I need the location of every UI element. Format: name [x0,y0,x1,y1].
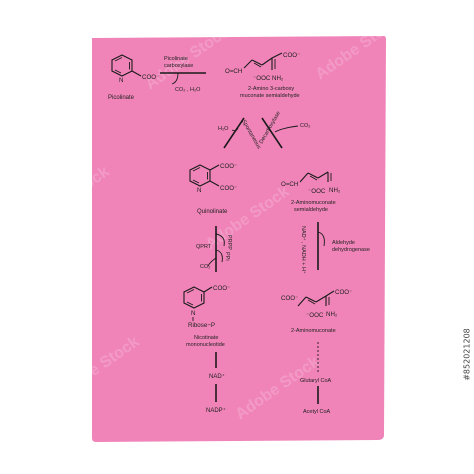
aldehyde-group: O=CH [225,68,242,75]
cofactor-label: NAD⁺ , NADH + H⁺ [300,226,307,274]
enzyme-label: dehydrogenase [332,247,370,253]
pink-sheet [92,36,386,442]
svg-text:Adobe Stock: Adobe Stock [0,3,62,73]
enzyme-label: Picolinate [164,56,188,62]
quinolinate-structure: N COO⁻ COO⁻ [189,163,237,194]
stock-id-strip: #852021208 [462,300,472,410]
qprt-step: QPRT PRPP PPi CO₂ [196,226,232,272]
nicotinate-mononucleotide-structure: COO⁻ N Ribose−P [183,285,230,329]
carboxylate-group: ⁻OOC [253,75,271,82]
pyridine-n: N [197,187,201,194]
carboxylate-group: COO⁻ [220,185,237,192]
aldehyde-dehydrogenase-step: NAD⁺ , NADH + H⁺ Aldehyde dehydrogenase [300,222,370,274]
carboxylate-group: COO⁻ [283,52,300,59]
cofactor-label: PPi [224,252,230,261]
quinolinate-label: Quinolinate [197,209,228,215]
cofactor-label: PRPP [226,235,232,250]
aldehyde-group: O=CH [281,181,298,188]
amino-carboxy-label-1: 2-Amino 3-carboxy [248,86,294,92]
picolinate-label: Picolinate [108,95,135,101]
carboxylate-group: COO⁻ [281,295,298,302]
cofactor-label: CO₂ , H₂O [175,87,201,93]
carboxylate-group: ⁻OOC [308,188,326,195]
aminomuconate-label: 2-Aminomuconate [291,328,336,334]
qprt-label: QPRT [196,244,212,250]
picolinate-structure: N COO⁻ [111,54,159,84]
enzyme-label: Aldehyde [332,240,355,246]
amine-group: NH₂ [329,187,341,194]
glutaryl-coa-label: Glutaryl CoA [300,378,332,384]
amine-group: NH₂ [326,311,338,318]
ribose-phosphate: Ribose−P [188,322,215,329]
nicotinate-label-2: mononucleotide [186,342,225,348]
aminomuconate-structure: COO⁻ COO⁻ ⁻OOC NH₂ [281,289,352,319]
nicotinate-label-1: Nicotinate [194,335,218,341]
nadp-label: NADP⁺ [206,407,226,414]
aminomuconate-semialdehyde-structure: O=CH ⁻OOC NH₂ [281,171,341,195]
cofactor-label: CO₂ [200,264,210,270]
carboxylate-group: COO⁻ [335,289,352,296]
amino-carboxy-muconate-semialdehyde-structure: O=CH COO⁻ ⁻OOC NH₂ [225,52,300,82]
stock-id: #852021208 [462,328,472,381]
amino-carboxy-label-2: muconate semialdehyde [240,93,300,99]
acetyl-coa-label: Acetyl CoA [303,409,331,415]
pyridine-n: N [119,77,123,84]
aminomuconate-semialdehyde-label-1: 2-Aminomuconate [291,200,336,206]
enzyme-label: carboxylase [164,63,193,69]
nad-label: NAD⁺ [209,373,225,380]
svg-text:Adobe Stock: Adobe Stock [383,173,473,243]
cofactor-label: H₂O [218,126,229,132]
carboxylate-group: COO⁻ [220,163,237,170]
picolinate-carboxylase-step: Picolinate carboxylase CO₂ , H₂O [160,56,206,93]
carboxylate-group: COO⁻ [213,285,230,292]
carboxylate-group: COO⁻ [142,74,159,81]
carboxylate-group: ⁻OOC [306,312,324,319]
aminomuconate-semialdehyde-label-2: semialdehyde [294,207,328,213]
cofactor-label: CO₂ [300,123,310,129]
amine-group: NH₂ [272,75,284,82]
pyridinium-n: N [191,310,195,317]
